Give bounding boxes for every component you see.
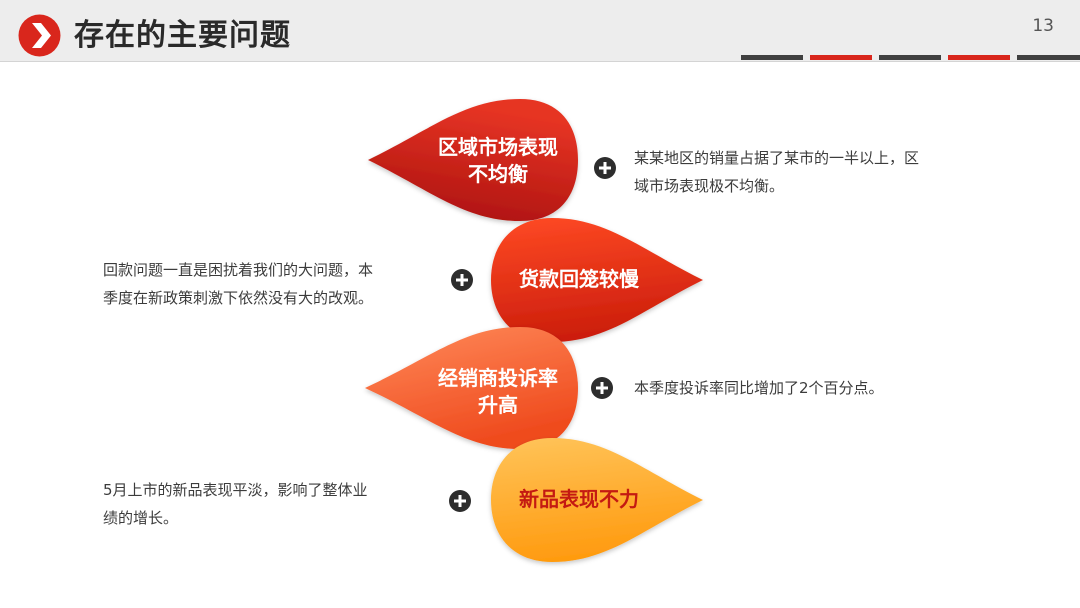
issue-description: 回款问题一直是困扰着我们的大问题，本 季度在新政策刺激下依然没有大的改观。 [103, 261, 374, 307]
issue-shape [365, 327, 578, 449]
header-stripe [948, 55, 1010, 60]
header-stripe [741, 55, 803, 60]
page-number: 13 [1032, 16, 1054, 36]
issue-shape [491, 218, 703, 342]
issue-description: 5月上市的新品表现平淡，影响了整体业 绩的增长。 [103, 481, 368, 527]
issue-title: 经销商投诉率 升高 [438, 366, 558, 417]
plus-icon [451, 269, 473, 291]
issue-shape [368, 99, 578, 221]
header-bar [0, 0, 1080, 61]
issue-title: 新品表现不力 [519, 487, 639, 511]
header-stripe [879, 55, 941, 60]
plus-icon [594, 157, 616, 179]
plus-icon [449, 490, 471, 512]
issue-description: 某某地区的销量占据了某市的一半以上，区 域市场表现极不均衡。 [634, 149, 920, 195]
header-stripe [1017, 55, 1080, 60]
header-stripe [810, 55, 872, 60]
issue-description: 本季度投诉率同比增加了2个百分点。 [634, 379, 884, 397]
plus-icon [591, 377, 613, 399]
chevron-right-icon [18, 14, 61, 57]
issue-shape [491, 438, 703, 562]
page-title: 存在的主要问题 [74, 18, 291, 53]
header-divider [0, 61, 1080, 62]
issue-title: 区域市场表现 不均衡 [438, 135, 558, 186]
issue-title: 货款回笼较慢 [519, 267, 639, 291]
